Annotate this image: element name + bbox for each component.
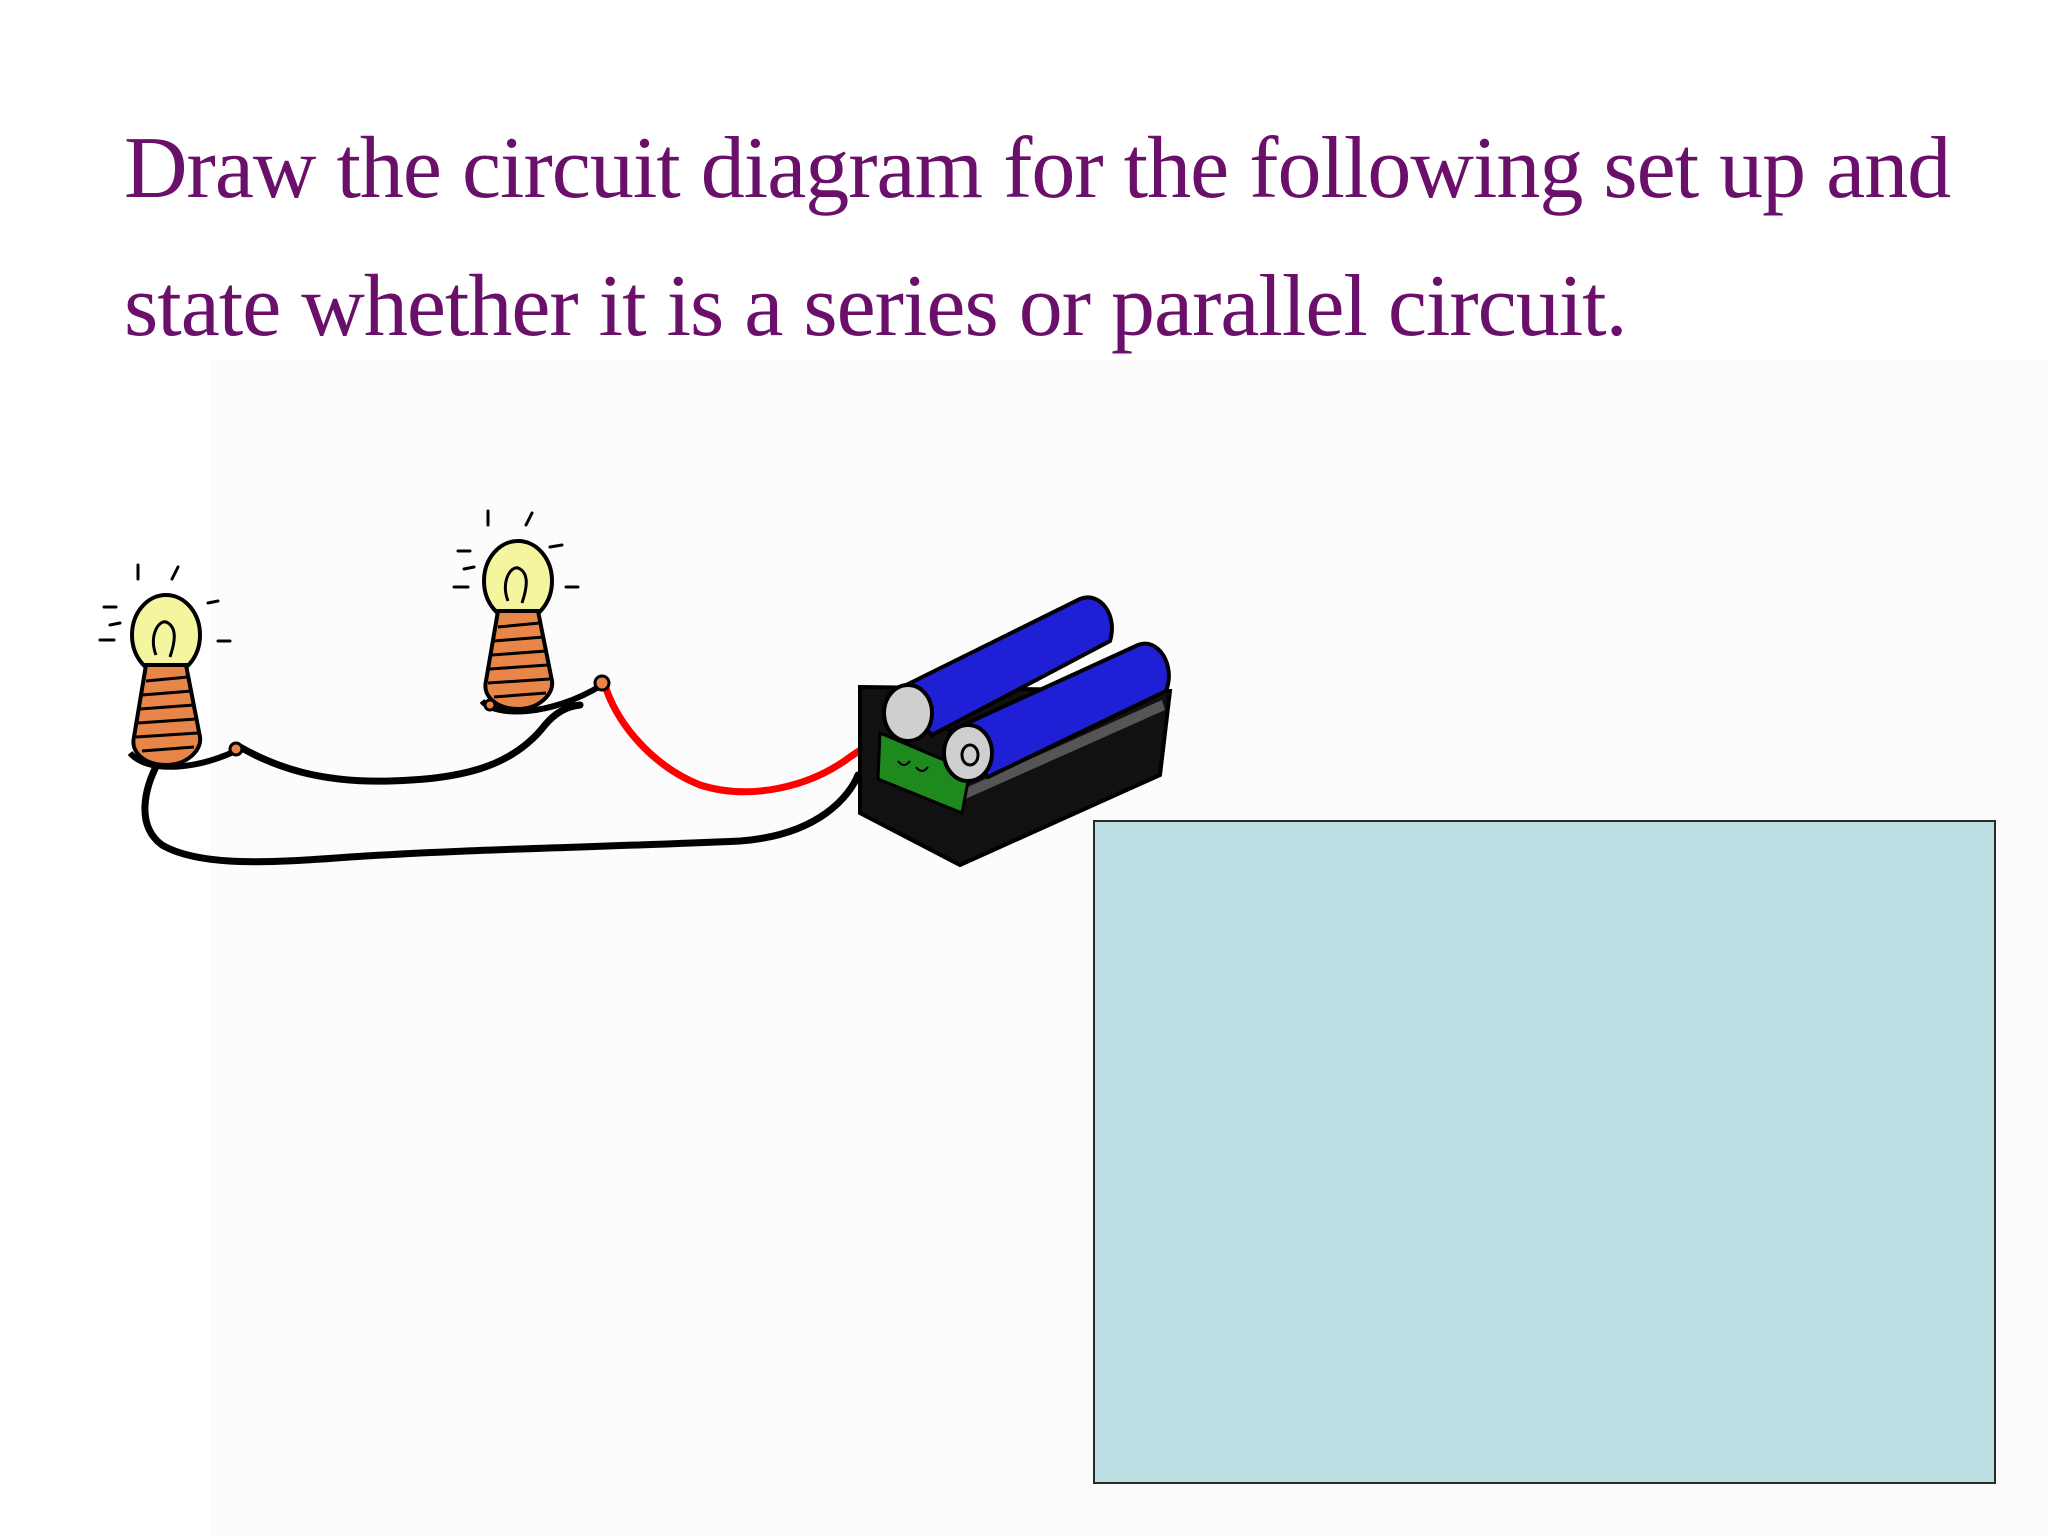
wire-bulb1-to-battery: [141, 759, 862, 866]
answer-box[interactable]: [1093, 820, 1996, 1484]
circuit-illustration: [98, 509, 1173, 868]
title-line-1: Draw the circuit diagram for the followi…: [124, 120, 1951, 217]
title-line-2: state whether it is a series or parallel…: [124, 258, 1628, 355]
bulb-icon: [98, 563, 244, 770]
bulb-icon: [452, 509, 611, 715]
battery-holder-icon: [858, 595, 1173, 868]
slide-title: Draw the circuit diagram for the followi…: [124, 100, 2004, 376]
wire-bulb1-to-bulb2: [236, 701, 584, 785]
